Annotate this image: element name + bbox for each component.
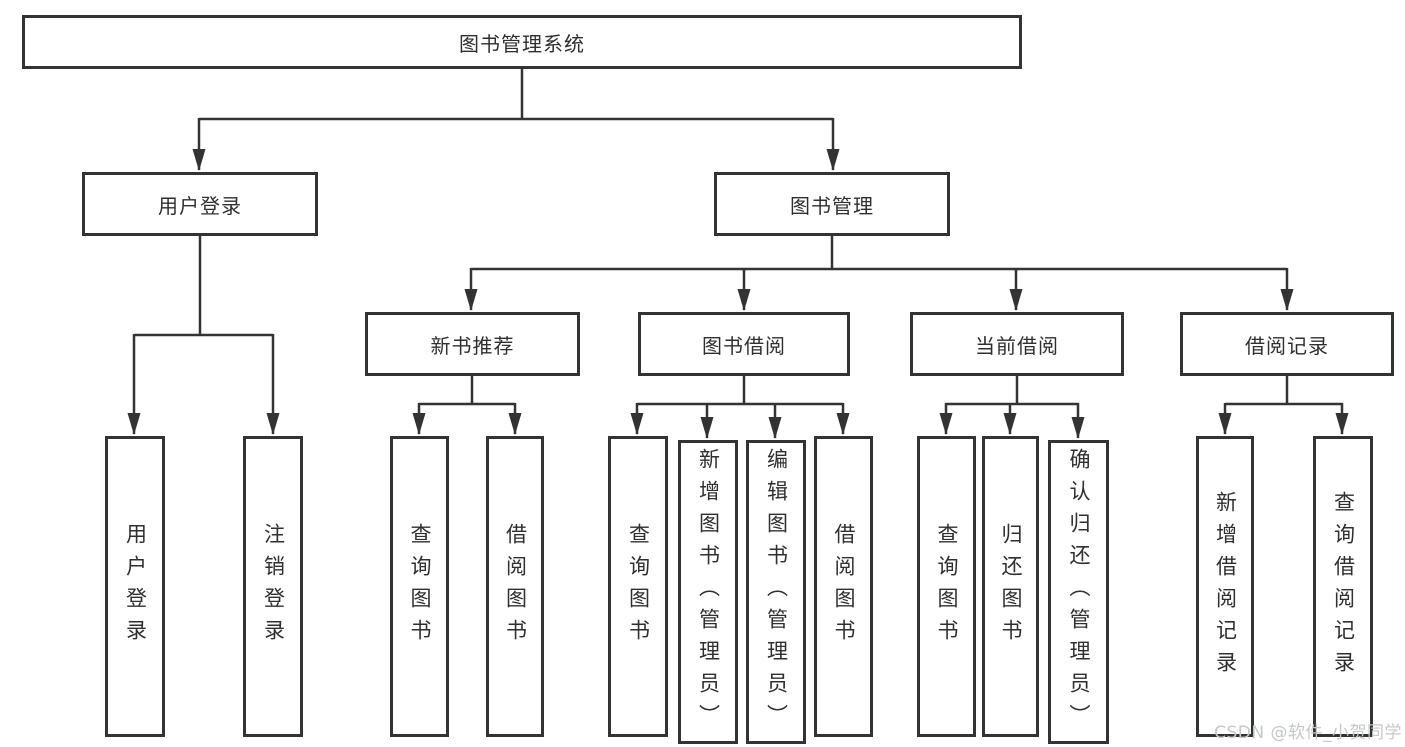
- node-book-borrow-label: 图书借阅: [702, 333, 786, 358]
- node-book-borrow: 图书借阅: [638, 312, 850, 376]
- leaf-borrow-books: 借阅图书: [814, 436, 873, 737]
- node-root-system: 图书管理系统: [22, 15, 1022, 69]
- node-new-book-recommend: 新书推荐: [365, 312, 580, 376]
- node-current-borrow-label: 当前借阅: [975, 333, 1059, 358]
- node-book-management: 图书管理: [714, 172, 950, 236]
- leaf-query-books-current-label: 查询图书: [935, 522, 959, 651]
- leaf-confirm-return-admin-label: 确认归还（管理员）: [1067, 448, 1091, 736]
- leaf-query-borrow-record: 查询借阅记录: [1313, 436, 1373, 737]
- leaf-edit-book-admin: 编辑图书（管理员）: [746, 440, 806, 744]
- node-user-login: 用户登录: [82, 172, 318, 236]
- csdn-watermark: CSDN @软件_小贺同学: [1214, 723, 1402, 743]
- leaf-query-borrow-record-label: 查询借阅记录: [1331, 490, 1356, 683]
- leaf-query-books-recommend: 查询图书: [390, 436, 449, 737]
- node-new-book-recommend-label: 新书推荐: [430, 333, 515, 358]
- leaf-borrow-books-recommend-label: 借阅图书: [503, 522, 528, 651]
- leaf-borrow-books-recommend: 借阅图书: [486, 436, 544, 737]
- leaf-query-books-borrow: 查询图书: [608, 436, 668, 737]
- leaf-edit-book-admin-label: 编辑图书（管理员）: [764, 448, 789, 736]
- leaf-user-login: 用户登录: [105, 436, 165, 737]
- leaf-user-login-label: 用户登录: [123, 522, 148, 651]
- node-borrow-records: 借阅记录: [1180, 312, 1394, 376]
- leaf-add-book-admin: 新增图书（管理员）: [678, 440, 738, 744]
- node-book-management-label: 图书管理: [790, 193, 874, 218]
- node-root-label: 图书管理系统: [459, 31, 585, 56]
- node-borrow-records-label: 借阅记录: [1245, 333, 1329, 358]
- leaf-return-books: 归还图书: [982, 436, 1039, 737]
- leaf-confirm-return-admin: 确认归还（管理员）: [1048, 440, 1109, 744]
- leaf-borrow-books-label: 借阅图书: [832, 522, 856, 651]
- leaf-add-book-admin-label: 新增图书（管理员）: [696, 448, 721, 736]
- leaf-query-books-current: 查询图书: [917, 436, 976, 737]
- leaf-query-books-recommend-label: 查询图书: [408, 522, 432, 651]
- node-current-borrow: 当前借阅: [910, 312, 1124, 376]
- leaf-logout: 注销登录: [243, 436, 303, 737]
- leaf-add-borrow-record: 新增借阅记录: [1196, 436, 1254, 737]
- leaf-return-books-label: 归还图书: [999, 522, 1023, 651]
- leaf-query-books-borrow-label: 查询图书: [626, 522, 651, 651]
- leaf-logout-label: 注销登录: [261, 522, 286, 651]
- node-user-login-label: 用户登录: [158, 193, 242, 218]
- leaf-add-borrow-record-label: 新增借阅记录: [1213, 490, 1238, 683]
